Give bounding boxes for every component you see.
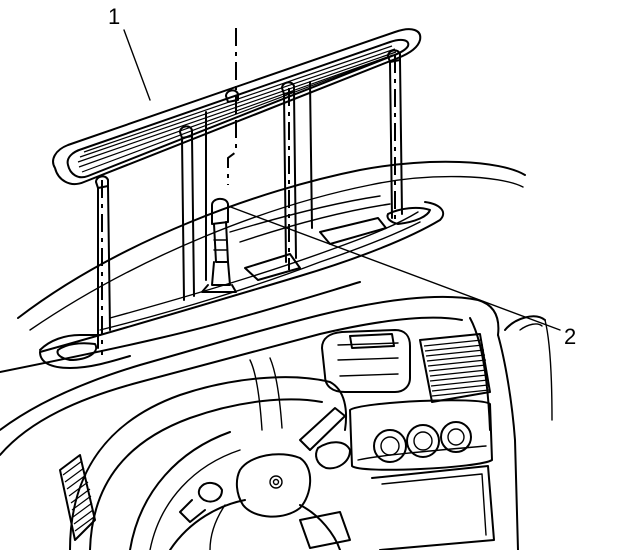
dashboard-top xyxy=(0,160,526,373)
leader-line-1 xyxy=(123,29,151,101)
wire-connector xyxy=(201,197,237,293)
right-vent-louvers xyxy=(423,339,490,397)
callout-2: 2 xyxy=(564,324,576,349)
left-vent-louvers xyxy=(62,460,95,532)
alignment-lines xyxy=(97,28,403,355)
instrument-panel xyxy=(0,295,553,550)
callout-1: 1 xyxy=(108,4,120,29)
leader-line-2 xyxy=(227,205,561,331)
